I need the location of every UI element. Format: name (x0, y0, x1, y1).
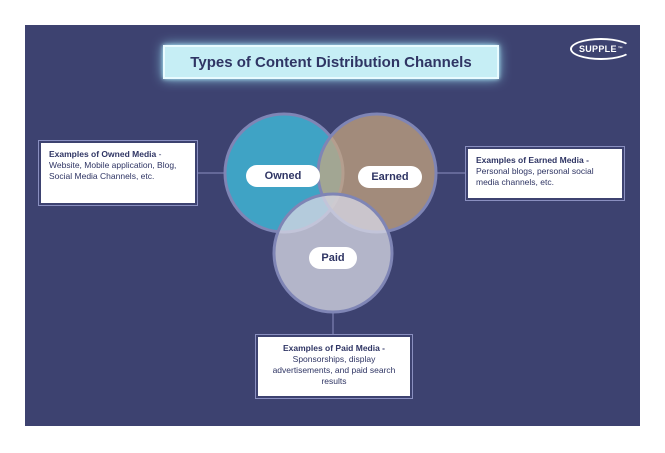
earned-media-heading: Examples of Earned Media - (476, 155, 589, 165)
earned-label: Earned (358, 166, 422, 188)
diagram-title: Types of Content Distribution Channels (163, 45, 499, 79)
title-text: Types of Content Distribution Channels (190, 53, 472, 71)
paid-media-card: Examples of Paid Media - Sponsorships, d… (255, 334, 413, 399)
owned-media-separator: - (156, 149, 162, 159)
paid-media-heading: Examples of Paid Media - (282, 343, 386, 353)
owned-media-card: Examples of Owned Media - Website, Mobil… (38, 140, 198, 206)
earned-media-card: Examples of Earned Media - Personal blog… (465, 146, 625, 201)
paid-media-body: Sponsorships, display advertisements, an… (272, 354, 396, 386)
owned-media-body: Website, Mobile application, Blog, Socia… (49, 160, 177, 181)
logo-text: SUPPLE (578, 44, 617, 54)
owned-media-heading: Examples of Owned Media (49, 149, 157, 159)
diagram-panel: Types of Content Distribution Channels S… (25, 25, 640, 426)
paid-label-text: Paid (321, 252, 345, 264)
paid-label: Paid (309, 247, 357, 269)
logo-trademark: ™ (617, 46, 624, 52)
owned-label-text: Owned (264, 170, 302, 182)
earned-label-text: Earned (371, 171, 409, 183)
earned-media-body: Personal blogs, personal social media ch… (476, 166, 594, 187)
owned-label: Owned (246, 165, 320, 187)
